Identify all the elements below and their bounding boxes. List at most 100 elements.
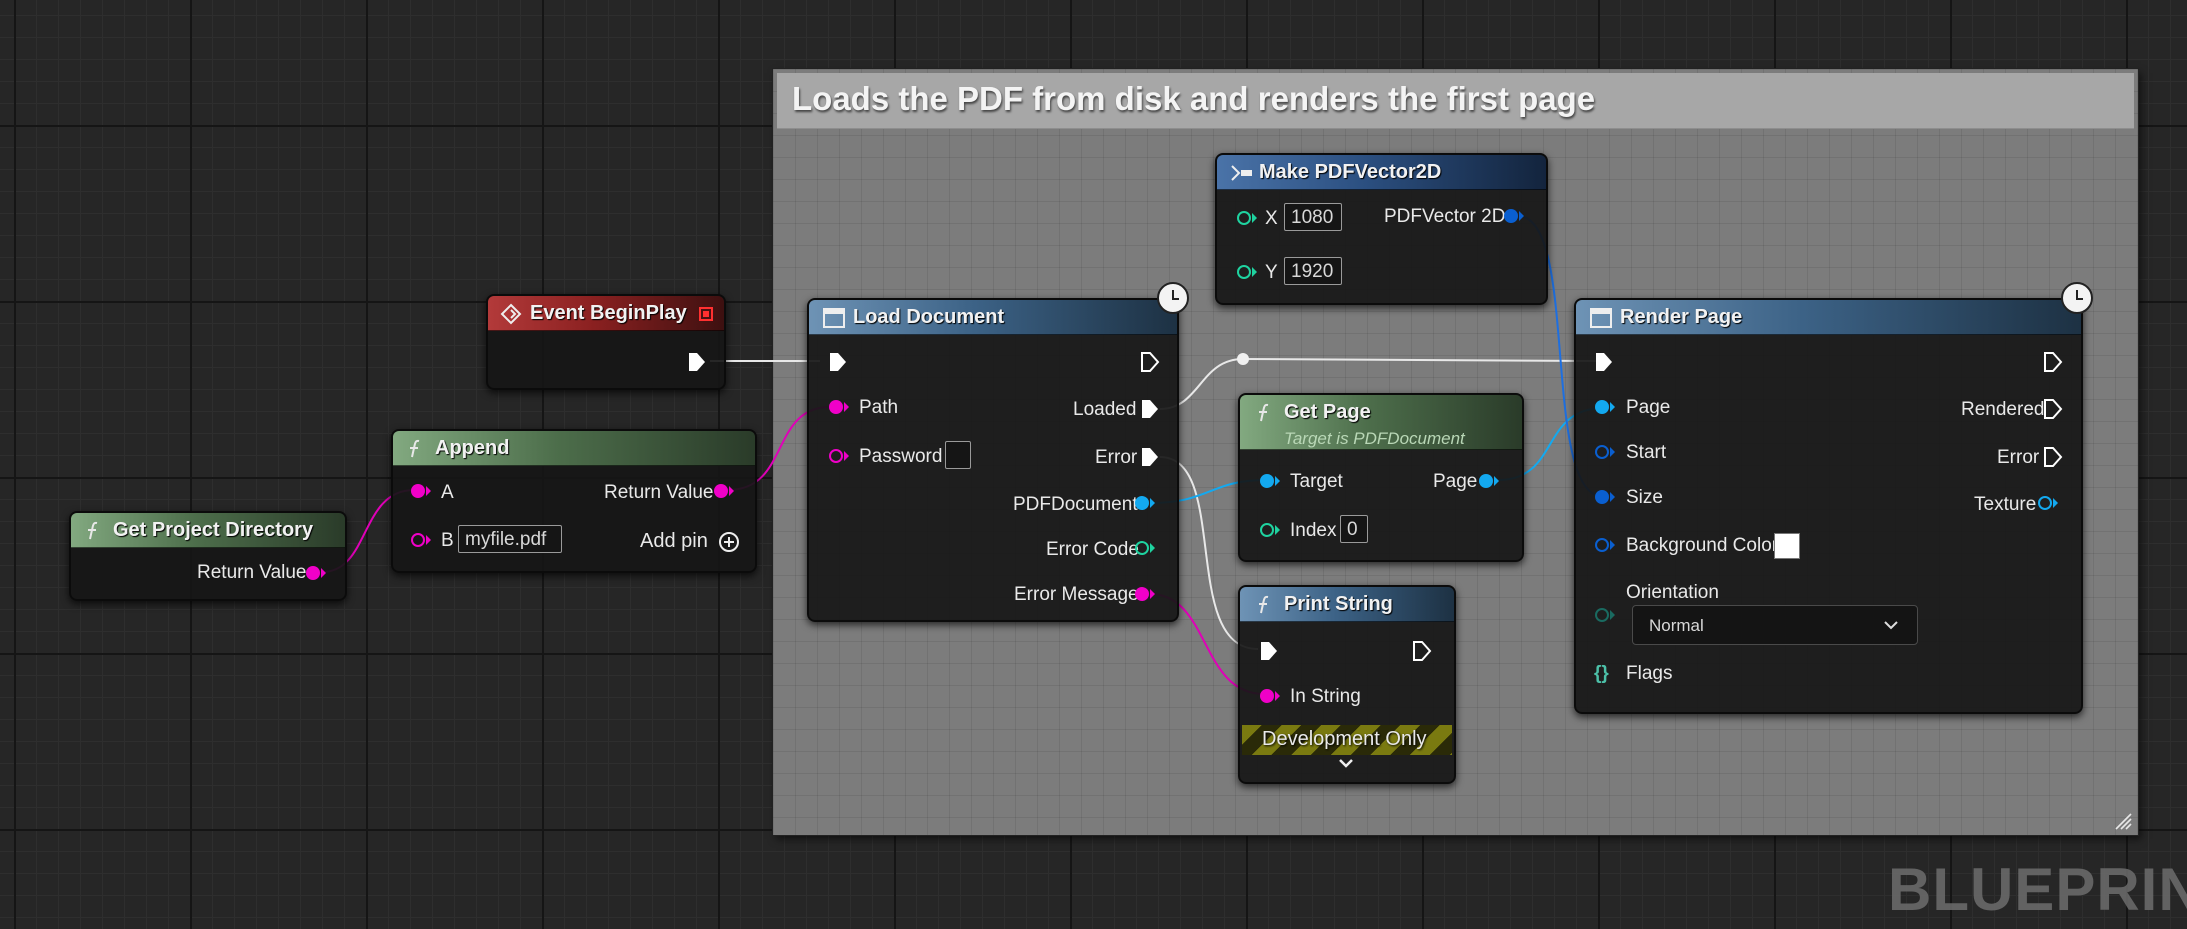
exec-output-pin[interactable] [1412,640,1432,662]
start-input-pin[interactable] [1594,443,1616,461]
node-title: Get Page [1284,401,1371,423]
y-input-pin[interactable] [1236,263,1258,281]
loaded-exec-pin[interactable] [1140,398,1160,420]
x-label: X [1265,208,1278,229]
in-string-label: In String [1290,686,1361,707]
page-label: Page [1433,471,1478,492]
index-label: Index [1290,520,1337,541]
resize-grip-icon[interactable] [2114,812,2132,830]
node-header [393,431,755,466]
pdfvector2d-label: PDFVector 2D [1384,206,1506,227]
latent-clock-icon [2061,282,2093,314]
input-b-field[interactable]: myfile.pdf [458,525,562,553]
exec-input-pin[interactable] [1594,351,1614,373]
string-input-pin-a[interactable] [410,482,432,500]
node-header [809,300,1177,335]
expand-chevron-icon[interactable] [1338,758,1354,770]
error-exec-pin[interactable] [2043,446,2063,468]
exec-output-pin[interactable] [687,351,707,373]
node-header [1240,587,1454,622]
function-node-icon [823,308,845,328]
node-header [1576,300,2081,335]
pdfvector2d-output-pin[interactable] [1503,207,1525,225]
development-only-label: Development Only [1262,728,1427,750]
page-label: Page [1626,397,1671,418]
input-b-label: B [441,530,454,551]
x-value-field[interactable]: 1080 [1284,203,1342,231]
rendered-label: Rendered [1961,399,2045,420]
node-make-pdfvector2d[interactable]: Make PDFVector2D X 1080 PDFVector 2D Y 1… [1215,153,1548,305]
reroute-node [1237,353,1249,365]
string-input-pin-b[interactable] [410,531,432,549]
index-input-pin[interactable] [1259,521,1281,539]
page-input-pin[interactable] [1594,398,1616,416]
pdfdocument-label: PDFDocument [1013,494,1138,515]
error-label: Error [1095,447,1138,468]
comment-title[interactable]: Loads the PDF from disk and renders the … [792,80,1596,117]
node-title: Make PDFVector2D [1259,161,1442,183]
function-node-icon [1590,308,1612,328]
delegate-pin-icon[interactable] [698,306,714,322]
background-color-input-pin[interactable] [1594,536,1616,554]
pdfdocument-output-pin[interactable] [1134,494,1156,512]
node-header [1217,155,1546,190]
event-icon [500,303,522,325]
node-title: Print String [1284,593,1393,615]
chevron-down-icon [1884,621,1898,630]
return-value-label: Return Value [197,562,307,583]
node-print-string[interactable]: Print String In String Development Only [1238,585,1456,784]
node-append[interactable]: Append A Return Value B myfile.pdf Add p… [391,429,757,573]
node-header [71,513,345,548]
exec-input-pin[interactable] [1259,640,1279,662]
in-string-input-pin[interactable] [1259,687,1281,705]
node-load-document[interactable]: Load Document Path Loaded Password Error… [807,298,1179,622]
loaded-label: Loaded [1073,399,1137,420]
node-title: Render Page [1620,306,1743,328]
target-label: Target [1290,471,1343,492]
node-title: Get Project Directory [113,519,314,541]
node-render-page[interactable]: Render Page Page Rendered Start Error Si… [1574,298,2083,714]
y-value-field[interactable]: 1920 [1284,257,1342,285]
path-label: Path [859,397,899,418]
texture-output-pin[interactable] [2037,494,2059,512]
exec-wire [1159,456,1259,650]
target-input-pin[interactable] [1259,472,1281,490]
function-icon [88,521,98,540]
flags-label: Flags [1626,663,1673,684]
error-code-output-pin[interactable] [1134,539,1156,557]
function-icon [1259,403,1269,422]
orientation-input-pin[interactable] [1594,606,1616,624]
size-label: Size [1626,487,1663,508]
size-input-pin[interactable] [1594,488,1616,506]
exec-output-pin[interactable] [2043,351,2063,373]
node-get-project-directory[interactable]: Get Project Directory Return Value [69,511,347,601]
error-exec-pin[interactable] [1140,446,1160,468]
string-output-pin[interactable] [713,482,735,500]
background-color-swatch[interactable] [1774,533,1800,559]
error-label: Error [1997,447,2040,468]
page-output-pin[interactable] [1478,472,1500,490]
error-message-output-pin[interactable] [1134,585,1156,603]
password-field[interactable] [945,441,971,469]
comment-header[interactable] [777,73,2134,129]
node-event-begin-play[interactable]: Event BeginPlay [486,294,726,390]
x-input-pin[interactable] [1236,209,1258,227]
node-header [488,296,724,331]
string-output-pin[interactable] [305,564,327,582]
password-label: Password [859,446,943,467]
exec-output-pin[interactable] [1140,351,1160,373]
add-pin-icon[interactable] [718,531,740,553]
password-input-pin[interactable] [828,447,850,465]
node-subtitle: Target is PDFDocument [1284,429,1465,448]
start-label: Start [1626,442,1667,463]
node-get-page[interactable]: Get Page Target is PDFDocument Target Pa… [1238,393,1524,562]
add-pin-button[interactable]: Add pin [640,530,708,552]
orientation-dropdown[interactable]: Normal [1632,605,1918,645]
index-field[interactable]: 0 [1340,515,1368,543]
path-input-pin[interactable] [828,398,850,416]
orientation-label: Orientation [1626,582,1719,603]
rendered-exec-pin[interactable] [2043,398,2063,420]
exec-input-pin[interactable] [828,351,848,373]
texture-label: Texture [1974,494,2037,515]
exec-wire [1242,358,1597,362]
